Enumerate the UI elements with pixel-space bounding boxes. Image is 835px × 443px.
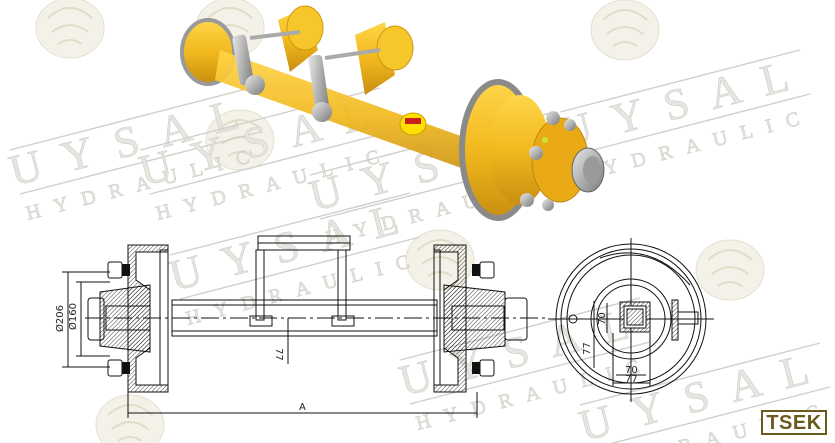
dim-axle-height: 77 bbox=[273, 348, 284, 361]
dim-inner-diameter: Ø160 bbox=[67, 303, 79, 330]
dim-square-inner-v: 70 bbox=[597, 312, 608, 325]
dim-square-outer-v: 77 bbox=[582, 342, 593, 355]
product-name: TSEK bbox=[766, 411, 822, 434]
product-name-badge: TSEK bbox=[761, 410, 827, 435]
dim-square-inner-h: 70 bbox=[625, 365, 638, 376]
dim-overall-length: A bbox=[299, 402, 306, 413]
dim-outer-diameter: Ø206 bbox=[54, 305, 66, 332]
dim-square-outer-h: 77 bbox=[625, 374, 638, 385]
